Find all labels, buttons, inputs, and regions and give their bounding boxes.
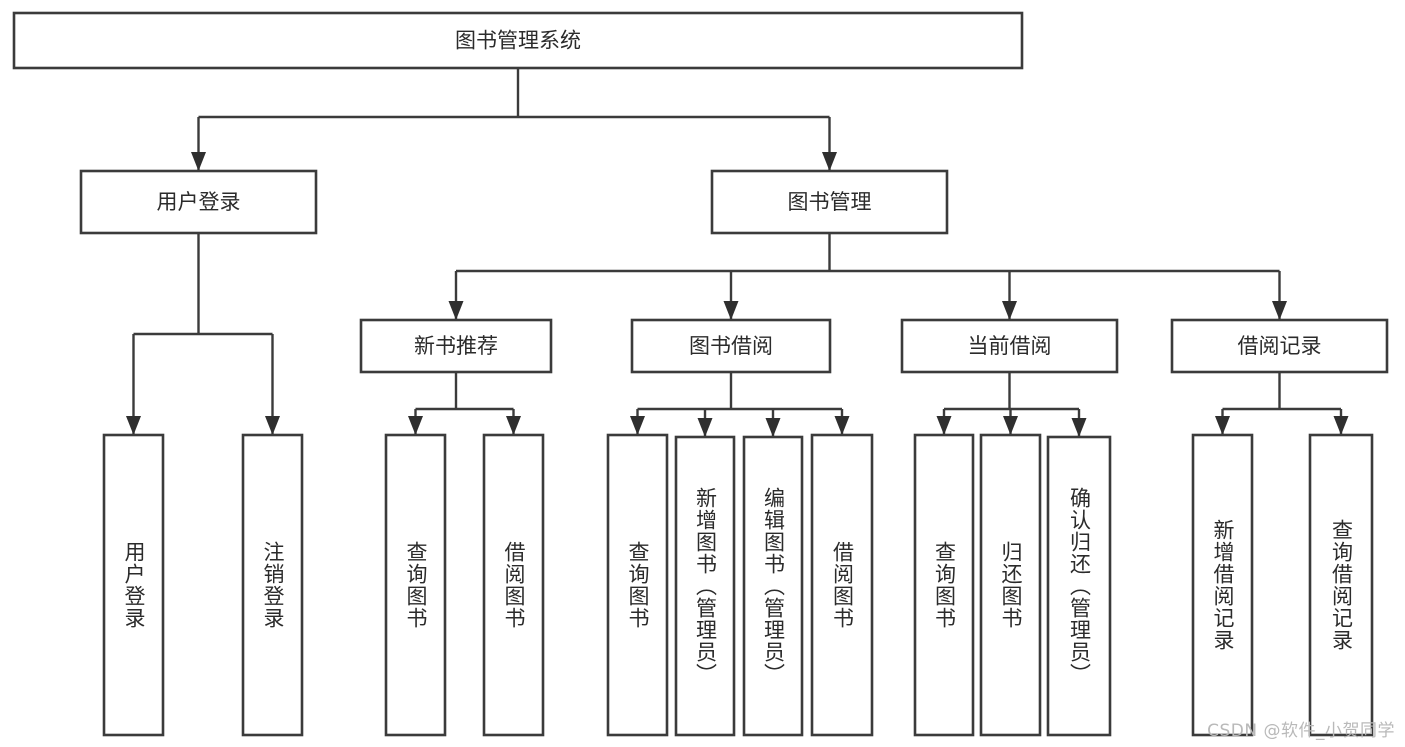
arrow-icon-leaf-book-borrow-0: [630, 416, 645, 435]
connector-layer: [126, 68, 1349, 437]
node-user-login[interactable]: [79, 169, 318, 235]
node-leaf-logout-login[interactable]: [241, 433, 304, 737]
node-leaf-borrow-book[interactable]: [810, 433, 874, 737]
node-book-management-label: 图书管理: [788, 190, 872, 214]
node-user-login-label: 用户登录: [157, 190, 241, 214]
node-book-borrow-label: 图书借阅: [689, 334, 773, 358]
node-leaf-edit-book-admin[interactable]: [742, 435, 804, 737]
node-leaf-add-borrow-record[interactable]: [1191, 433, 1254, 737]
node-box-layer: [12, 11, 1389, 737]
arrow-icon-root-0: [191, 152, 206, 171]
watermark-text: CSDN @软件_小贺同学: [1207, 721, 1395, 741]
arrow-icon-leaf-borrow-record-1: [1333, 416, 1349, 435]
arrow-icon-leaf-user-login-0: [126, 416, 141, 435]
arrow-icon-leaf-new-book-recommend-0: [408, 416, 423, 435]
arrow-icon-book-management-3: [1272, 301, 1287, 320]
node-borrow-record[interactable]: [1170, 318, 1389, 374]
arrow-icon-book-management-0: [448, 301, 464, 320]
node-book-borrow[interactable]: [630, 318, 832, 374]
node-current-borrow[interactable]: [900, 318, 1119, 374]
arrow-icon-leaf-book-borrow-3: [834, 416, 850, 435]
node-leaf-add-book-admin[interactable]: [674, 435, 736, 737]
node-new-book-recommend-label: 新书推荐: [414, 334, 498, 358]
arrow-icon-leaf-book-borrow-2: [765, 418, 781, 437]
node-book-management[interactable]: [710, 169, 949, 235]
node-leaf-query-borrow-record[interactable]: [1308, 433, 1374, 737]
node-leaf-borrow-book-recommend[interactable]: [482, 433, 545, 737]
arrow-icon-book-management-2: [1002, 301, 1017, 320]
node-leaf-user-login[interactable]: [102, 433, 165, 737]
arrow-icon-leaf-current-borrow-2: [1071, 418, 1087, 437]
arrow-icon-leaf-current-borrow-1: [1003, 416, 1018, 435]
node-leaf-query-book-current[interactable]: [913, 433, 975, 737]
node-leaf-confirm-return-admin[interactable]: [1046, 435, 1112, 737]
node-borrow-record-label: 借阅记录: [1238, 334, 1322, 358]
node-leaf-query-book-recommend[interactable]: [384, 433, 447, 737]
arrow-icon-root-1: [822, 152, 837, 171]
arrow-icon-book-management-1: [723, 301, 739, 320]
node-root[interactable]: [12, 11, 1024, 70]
arrow-icon-leaf-book-borrow-1: [697, 418, 713, 437]
node-root-label: 图书管理系统: [455, 29, 581, 53]
node-new-book-recommend[interactable]: [359, 318, 553, 374]
arrow-icon-leaf-borrow-record-0: [1215, 416, 1230, 435]
arrow-icon-leaf-current-borrow-0: [936, 416, 952, 435]
node-leaf-query-book-borrow[interactable]: [606, 433, 669, 737]
node-current-borrow-label: 当前借阅: [968, 334, 1052, 358]
node-leaf-return-book[interactable]: [979, 433, 1042, 737]
arrow-icon-leaf-user-login-1: [265, 416, 280, 435]
arrow-icon-leaf-new-book-recommend-1: [506, 416, 521, 435]
